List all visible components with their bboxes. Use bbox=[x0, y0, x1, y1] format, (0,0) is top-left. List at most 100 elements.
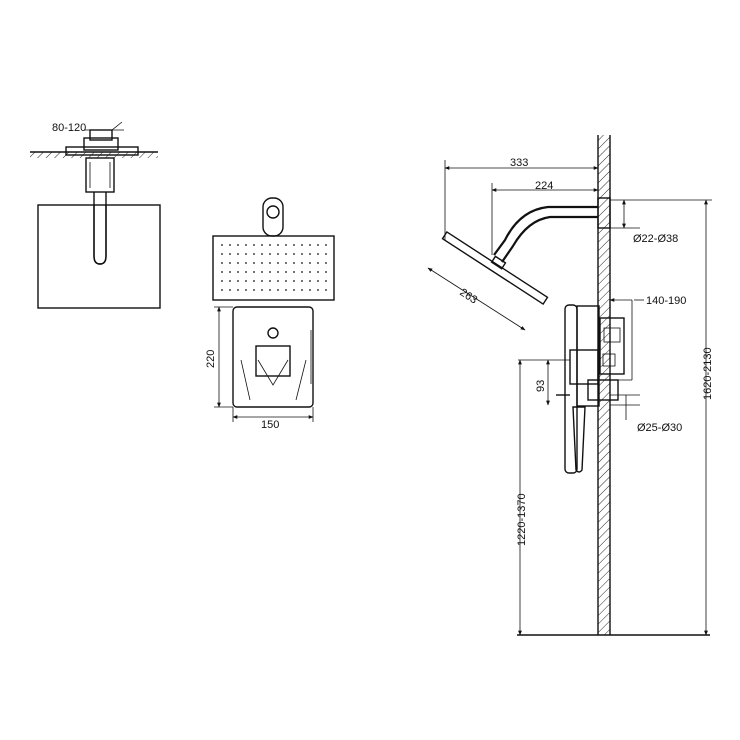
nozzle-dot bbox=[261, 280, 263, 282]
nozzle-dot bbox=[325, 271, 327, 273]
nozzle-dot bbox=[325, 289, 327, 291]
rain-head-side bbox=[441, 230, 549, 306]
nozzle-dot bbox=[325, 244, 327, 246]
dim-flange-depth: 80-120 bbox=[52, 122, 86, 134]
nozzle-dot bbox=[301, 262, 303, 264]
front-view: 220 150 bbox=[205, 197, 335, 431]
dim-supply-pipe: Ø25-Ø30 bbox=[637, 422, 682, 434]
nozzle-dot bbox=[301, 253, 303, 255]
mixer-handle-side bbox=[572, 406, 586, 473]
nozzle-dot bbox=[261, 289, 263, 291]
nozzle-dot bbox=[293, 253, 295, 255]
dim-valve-depth: 140-190 bbox=[646, 295, 686, 307]
nozzle-dot bbox=[237, 280, 239, 282]
nozzle-dots bbox=[221, 244, 327, 291]
nozzle-dot bbox=[229, 289, 231, 291]
nozzle-dot bbox=[253, 271, 255, 273]
nozzle-dot bbox=[309, 289, 311, 291]
nozzle-dot bbox=[253, 280, 255, 282]
dim-valve-offset: 93 bbox=[535, 380, 547, 392]
nozzle-dot bbox=[293, 244, 295, 246]
wall bbox=[598, 135, 610, 635]
mixer-plate bbox=[232, 306, 314, 408]
nozzle-dot bbox=[269, 244, 271, 246]
nozzle-dot bbox=[293, 262, 295, 264]
nozzle-dot bbox=[237, 253, 239, 255]
nozzle-dot bbox=[229, 244, 231, 246]
nozzle-dot bbox=[229, 253, 231, 255]
nozzle-dot bbox=[317, 280, 319, 282]
nozzle-dot bbox=[309, 271, 311, 273]
nozzle-dot bbox=[301, 271, 303, 273]
nozzle-dot bbox=[237, 289, 239, 291]
nozzle-dot bbox=[293, 280, 295, 282]
nozzle-dot bbox=[245, 253, 247, 255]
nozzle-dot bbox=[301, 244, 303, 246]
nozzle-dot bbox=[269, 280, 271, 282]
nozzle-dot bbox=[221, 262, 223, 264]
nozzle-dot bbox=[269, 271, 271, 273]
nozzle-dot bbox=[285, 280, 287, 282]
nozzle-dot bbox=[301, 289, 303, 291]
dim-head-diameter: 263 bbox=[457, 286, 479, 306]
nozzle-dot bbox=[277, 253, 279, 255]
nozzle-dot bbox=[277, 289, 279, 291]
nozzle-dot bbox=[301, 280, 303, 282]
nozzle-dot bbox=[293, 289, 295, 291]
nozzle-dot bbox=[221, 289, 223, 291]
nozzle-dot bbox=[285, 271, 287, 273]
rain-head-front bbox=[212, 235, 335, 301]
nozzle-dot bbox=[325, 262, 327, 264]
mixer-box-side bbox=[37, 204, 161, 309]
nozzle-dot bbox=[269, 289, 271, 291]
nozzle-dot bbox=[229, 262, 231, 264]
nozzle-dot bbox=[285, 262, 287, 264]
nozzle-dot bbox=[221, 253, 223, 255]
dim-arm-reach-total: 333 bbox=[510, 157, 528, 169]
side-view: 80-120 bbox=[30, 121, 161, 309]
nozzle-dot bbox=[309, 262, 311, 264]
nozzle-dot bbox=[317, 253, 319, 255]
nozzle-dot bbox=[221, 280, 223, 282]
nozzle-dot bbox=[277, 262, 279, 264]
nozzle-dot bbox=[317, 289, 319, 291]
nozzle-dot bbox=[261, 244, 263, 246]
nozzle-dot bbox=[221, 244, 223, 246]
nozzle-dot bbox=[285, 253, 287, 255]
dim-head-height: 1620-2130 bbox=[702, 347, 714, 400]
nozzle-dot bbox=[269, 262, 271, 264]
nozzle-dot bbox=[325, 253, 327, 255]
nozzle-dot bbox=[309, 253, 311, 255]
dim-mixer-height: 220 bbox=[205, 350, 217, 368]
nozzle-dot bbox=[245, 280, 247, 282]
nozzle-dot bbox=[317, 262, 319, 264]
nozzle-dot bbox=[229, 271, 231, 273]
nozzle-dot bbox=[277, 244, 279, 246]
nozzle-dot bbox=[261, 253, 263, 255]
nozzle-dot bbox=[261, 271, 263, 273]
installation-view: 333 224 263 Ø22-Ø38 140-190 93 bbox=[427, 135, 714, 636]
nozzle-dot bbox=[245, 271, 247, 273]
nozzle-dot bbox=[285, 289, 287, 291]
nozzle-dot bbox=[293, 271, 295, 273]
dim-mixer-width: 150 bbox=[261, 419, 279, 431]
nozzle-dot bbox=[285, 244, 287, 246]
nozzle-dot bbox=[245, 262, 247, 264]
nozzle-dot bbox=[253, 262, 255, 264]
nozzle-dot bbox=[253, 244, 255, 246]
nozzle-dot bbox=[253, 289, 255, 291]
nozzle-dot bbox=[229, 280, 231, 282]
nozzle-dot bbox=[253, 253, 255, 255]
nozzle-dot bbox=[237, 271, 239, 273]
nozzle-dot bbox=[317, 244, 319, 246]
dim-arm-reach: 224 bbox=[535, 180, 553, 192]
nozzle-dot bbox=[309, 244, 311, 246]
nozzle-dot bbox=[317, 271, 319, 273]
nozzle-dot bbox=[277, 271, 279, 273]
nozzle-dot bbox=[277, 280, 279, 282]
dim-valve-height: 1220-1370 bbox=[516, 493, 528, 546]
nozzle-dot bbox=[237, 262, 239, 264]
nozzle-dot bbox=[269, 253, 271, 255]
nozzle-dot bbox=[325, 280, 327, 282]
